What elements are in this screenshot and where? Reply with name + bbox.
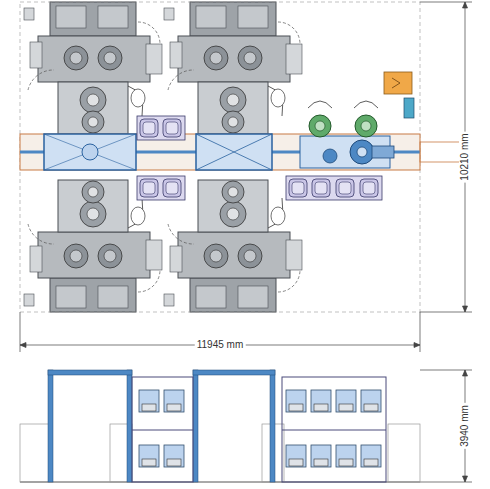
- dimension-label: 10210 mm: [459, 131, 471, 182]
- loading-station: [300, 72, 414, 168]
- dimension-label: 3940 mm: [459, 403, 471, 449]
- dimension-lines: [20, 2, 472, 482]
- conveyor: [20, 134, 470, 170]
- elevation-view: [20, 370, 420, 482]
- cell-outline: [20, 2, 420, 312]
- dimension-label: 11945 mm: [195, 339, 246, 351]
